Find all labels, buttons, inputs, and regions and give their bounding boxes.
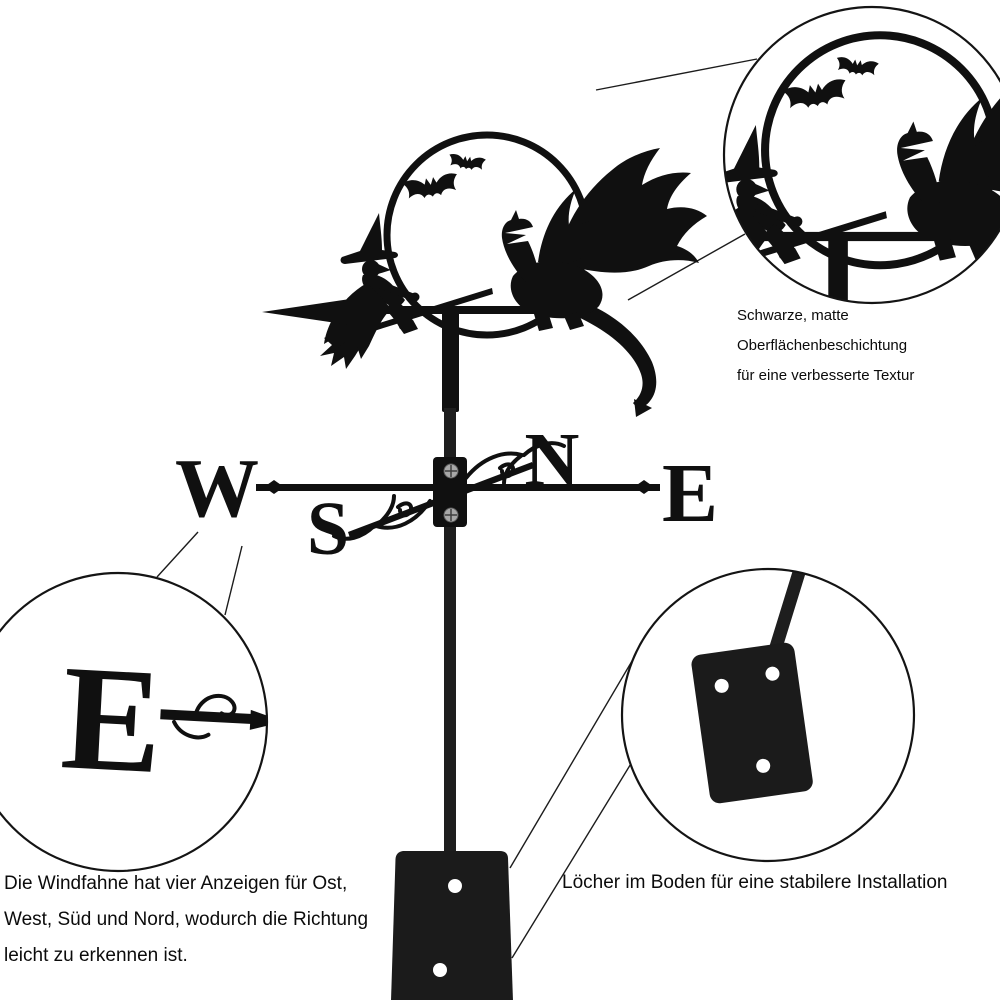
caption-coating-line2: für eine verbesserte Textur xyxy=(737,367,915,384)
detail-circle-border xyxy=(620,567,916,863)
caption-directions: Die Windfahne hat vier Anzeigen für Ost,… xyxy=(4,866,368,974)
scroll-ornament xyxy=(522,441,566,457)
plate-zoom-content xyxy=(691,569,813,804)
letter-north: N xyxy=(525,418,580,502)
plate-hole xyxy=(765,666,780,681)
caption-directions-line3: leicht zu erkennen ist. xyxy=(4,945,188,966)
detail-circle-direction-letter: E xyxy=(0,571,269,873)
arm-finial xyxy=(264,480,284,494)
leader-line xyxy=(627,233,746,301)
caption-directions-line2: West, Süd und Nord, wodurch die Richtung xyxy=(4,909,369,930)
leader-line xyxy=(156,531,199,578)
letter-south: S xyxy=(307,487,349,571)
scroll-ornament xyxy=(172,719,211,740)
scroll-ornament xyxy=(498,462,515,479)
detail-circle-border xyxy=(722,5,1000,305)
vane-silhouette xyxy=(262,135,707,417)
leader-line xyxy=(511,761,633,959)
caption-installation: Löcher im Boden für eine stabilere Insta… xyxy=(562,872,948,894)
plate-zoom xyxy=(691,642,813,804)
plate-hole xyxy=(433,963,447,977)
hub-screw xyxy=(443,463,459,479)
letter-east: E xyxy=(662,447,718,540)
letter-zoom-content: E xyxy=(58,634,267,805)
arm-finial xyxy=(634,480,654,494)
letter-east-zoom: E xyxy=(58,634,167,805)
mounting-plate xyxy=(391,851,513,1000)
plate-hole xyxy=(448,879,462,893)
caption-installation-line1: Löcher im Boden für eine stabilere Insta… xyxy=(562,872,948,893)
scroll-ornament xyxy=(396,501,413,518)
plate-hole xyxy=(756,758,771,773)
directional-cross: W E N S xyxy=(175,418,718,571)
plate-hole xyxy=(714,678,729,693)
scroll-ornament xyxy=(371,494,432,530)
cross-hub xyxy=(433,457,467,527)
caption-directions-line1: Die Windfahne hat vier Anzeigen für Ost, xyxy=(4,873,348,894)
detail-circle-coating xyxy=(722,5,1000,305)
detail-circle-border xyxy=(0,571,269,873)
hub-screw xyxy=(443,507,459,523)
leader-line xyxy=(224,545,243,616)
caption-coating: Schwarze, matte Oberflächenbeschichtung … xyxy=(737,301,1000,391)
letter-west: W xyxy=(175,442,259,535)
leader-line xyxy=(595,58,758,91)
scroll-ornament xyxy=(194,693,237,718)
caption-coating-line1: Schwarze, matte Oberflächenbeschichtung xyxy=(737,307,908,354)
letter-arm-tip xyxy=(249,709,267,730)
scroll-ornament xyxy=(332,524,376,541)
scroll-ornament xyxy=(464,451,527,485)
detail-circle-mounting-plate xyxy=(620,567,916,863)
